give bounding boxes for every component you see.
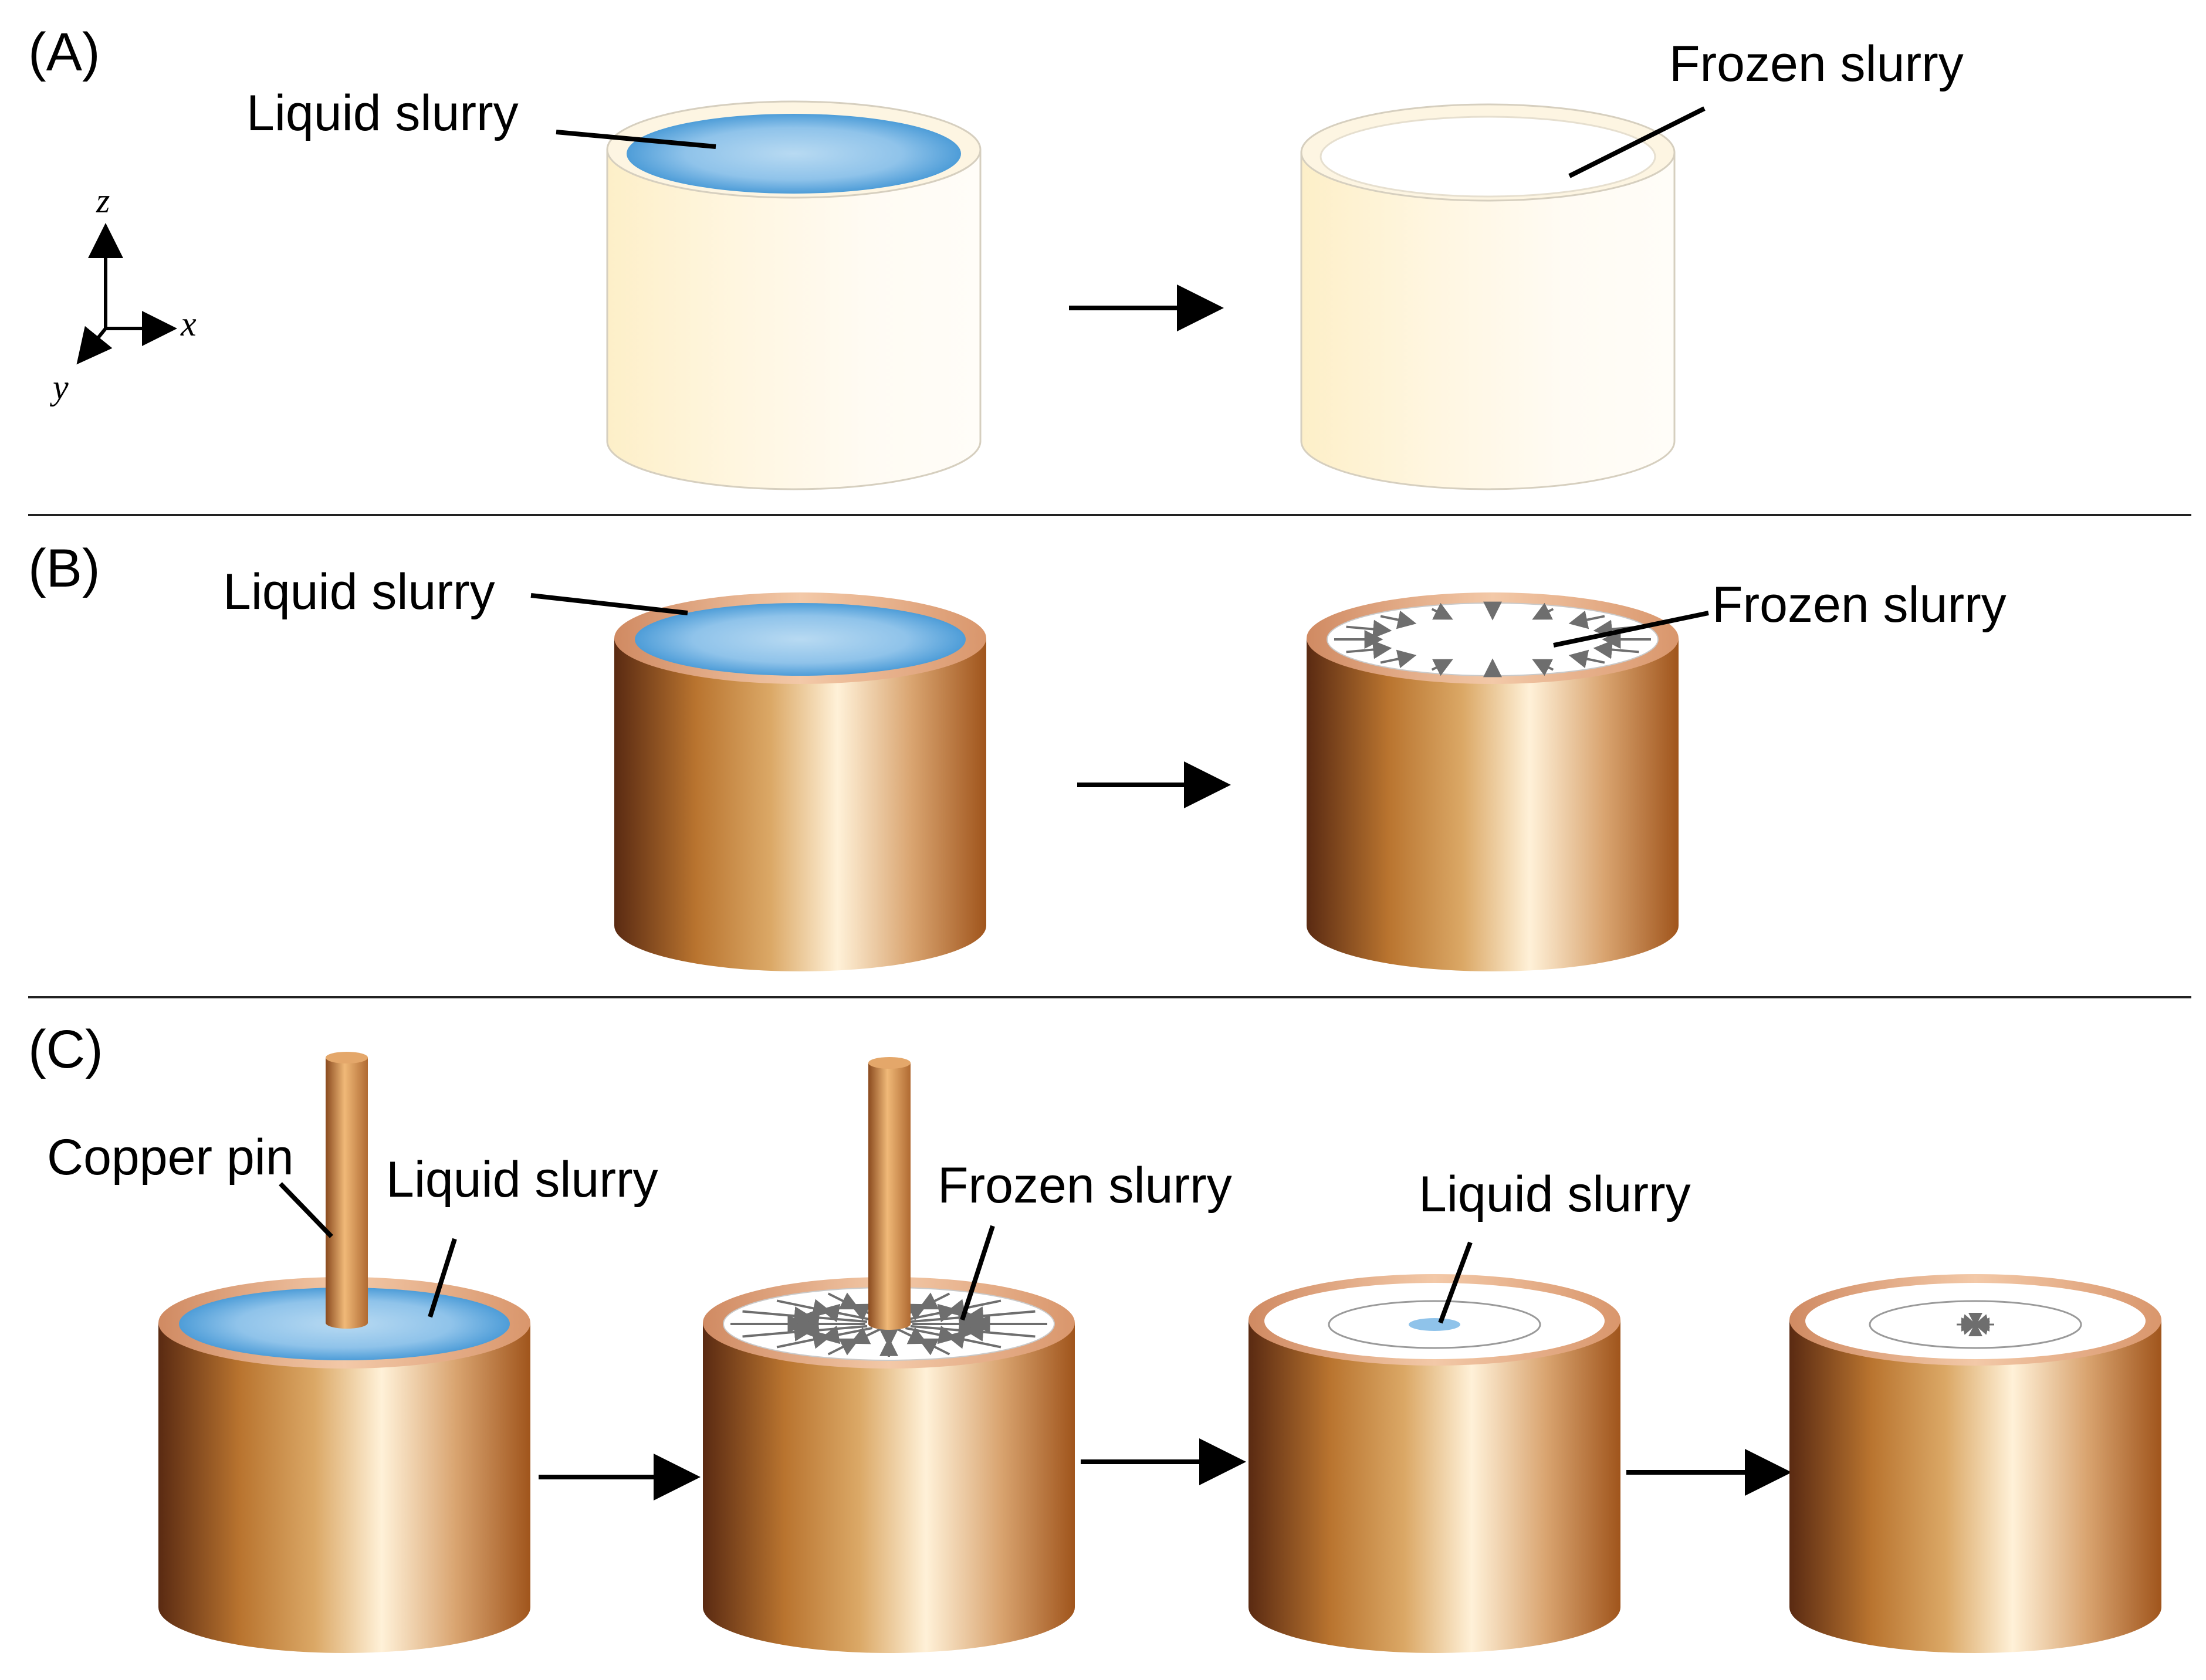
panel-b-left-label: Liquid slurry <box>223 564 495 620</box>
plastic-mould-frozen <box>1300 103 1676 490</box>
frost-arrow-icon <box>850 1327 881 1344</box>
axis-z-label: z <box>96 181 110 220</box>
leader-line <box>556 130 716 149</box>
leader-line <box>960 1225 995 1321</box>
copper-pin <box>326 1058 368 1329</box>
panel-b-right-label: Frozen slurry <box>1712 577 2007 633</box>
frost-arrow-icon <box>1974 1314 1990 1328</box>
frost-arrow-icon <box>1568 649 1605 669</box>
panel-a-left-label: Liquid slurry <box>246 85 519 141</box>
copper-mould-remaining-liquid <box>1249 1274 1620 1653</box>
plastic-mould-liquid <box>606 100 982 490</box>
freezing-front-ring <box>1869 1300 2082 1349</box>
panel-b-tag: (B) <box>28 538 100 598</box>
frost-arrow-icon <box>800 1320 868 1340</box>
panel-b: (B) Liquid slurry Frozen slurry <box>28 538 2007 971</box>
panel-c: (C) Copper pin Liquid slurry Frozen slur… <box>28 1019 2161 1653</box>
frost-arrow-icon <box>1431 602 1453 620</box>
frost-arrow-icon <box>897 1327 928 1344</box>
panel-a-tag: (A) <box>28 22 100 82</box>
frost-arrow-icon <box>1380 649 1417 669</box>
frost-arrow-icon <box>1346 640 1392 659</box>
frost-arrow-icon <box>965 1306 1036 1326</box>
panel-c-stage1-label: Liquid slurry <box>386 1151 658 1208</box>
leader-line <box>1553 611 1709 648</box>
frost-arrow-icon <box>1431 659 1453 676</box>
coordinate-axes <box>76 223 177 365</box>
leader-line <box>530 593 688 615</box>
leader-line <box>428 1238 457 1318</box>
panel-c-stage2-label: Frozen slurry <box>938 1157 1232 1214</box>
axis-x-label: x <box>180 304 197 343</box>
frost-arrow-icon <box>1532 602 1554 620</box>
liquid-slurry-surface <box>635 603 966 676</box>
copper-mould-with-pin-frozen <box>703 1057 1075 1653</box>
frost-arrow-icon <box>965 1322 1036 1342</box>
y-axis-icon <box>76 326 113 365</box>
panel-c-pin-label: Copper pin <box>47 1129 294 1186</box>
frost-arrow-icon <box>946 1330 1002 1349</box>
copper-mould-frozen <box>1307 592 1679 971</box>
freezing-front-ring <box>1328 1300 1541 1349</box>
liquid-slurry-surface <box>627 114 961 194</box>
frost-arrow-icon <box>742 1306 813 1326</box>
leader-line <box>279 1182 333 1238</box>
frost-arrow-icon <box>820 1325 873 1344</box>
frost-arrow-icon <box>1593 640 1639 659</box>
panel-a-right-label: Frozen slurry <box>1669 36 1964 92</box>
frost-arrow-icon <box>776 1299 832 1318</box>
frost-arrow-icon <box>1380 610 1417 629</box>
leader-line <box>1438 1241 1473 1324</box>
converging-freezing-arrows-icon <box>1957 1313 1994 1336</box>
frost-arrow-icon <box>905 1303 958 1323</box>
panel-a: (A) z x y Liquid slurry Frozen slurry <box>28 22 1964 490</box>
radial-freezing-arrows <box>1334 601 1651 678</box>
copper-pin <box>868 1063 911 1330</box>
leader-line <box>1568 106 1706 178</box>
panel-c-tag: (C) <box>28 1019 103 1079</box>
frost-arrow-icon <box>1346 619 1392 639</box>
axis-y-label: y <box>49 368 69 407</box>
frost-arrow-icon <box>1532 659 1554 676</box>
copper-mould-fully-frozen <box>1789 1274 2161 1653</box>
residual-liquid-slurry <box>1409 1318 1460 1331</box>
panel-c-stage3-label: Liquid slurry <box>1419 1166 1691 1222</box>
copper-mould-liquid <box>614 592 986 971</box>
frost-arrow-icon <box>1568 610 1605 629</box>
